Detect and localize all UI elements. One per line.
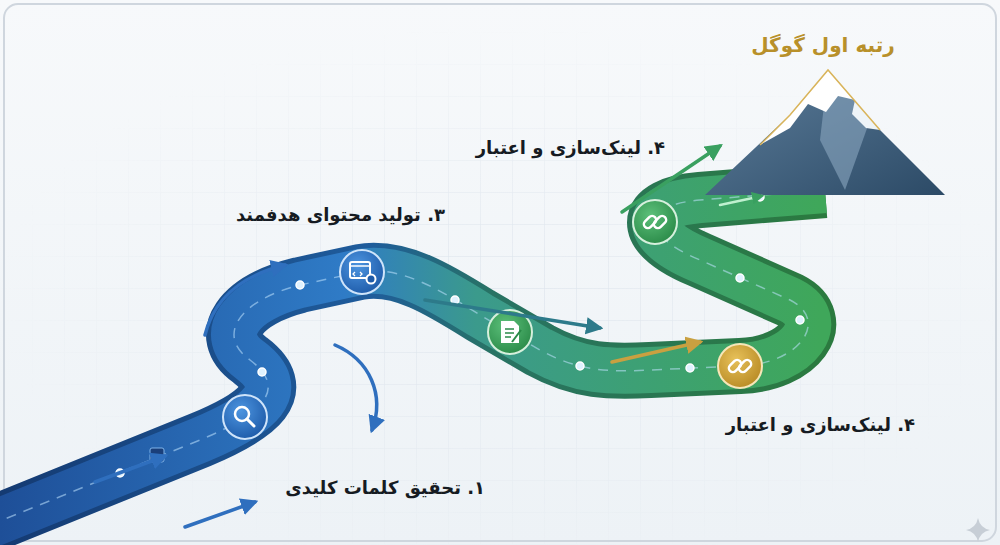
step-label: ۴. لینک‌سازی و اعتبار [476,137,665,160]
sparkle-mark [966,518,990,542]
frame [4,4,996,541]
step-icon-code [340,250,384,294]
step-label: ۴. لینک‌سازی و اعتبار [726,414,915,437]
step-icon-link-green [633,200,677,244]
road-dots [116,193,804,477]
motion-arrows [95,146,762,527]
mountain [705,70,945,195]
step-label: ۳. تولید محتوای هدفمند [236,204,445,227]
step-icon-search [223,395,267,439]
goal-label: رتبه اول گوگل [751,33,895,58]
road [0,190,825,525]
step-label: ۱. تحقیق کلمات کلیدی [285,477,485,500]
step-icon-link-gold [718,344,762,388]
